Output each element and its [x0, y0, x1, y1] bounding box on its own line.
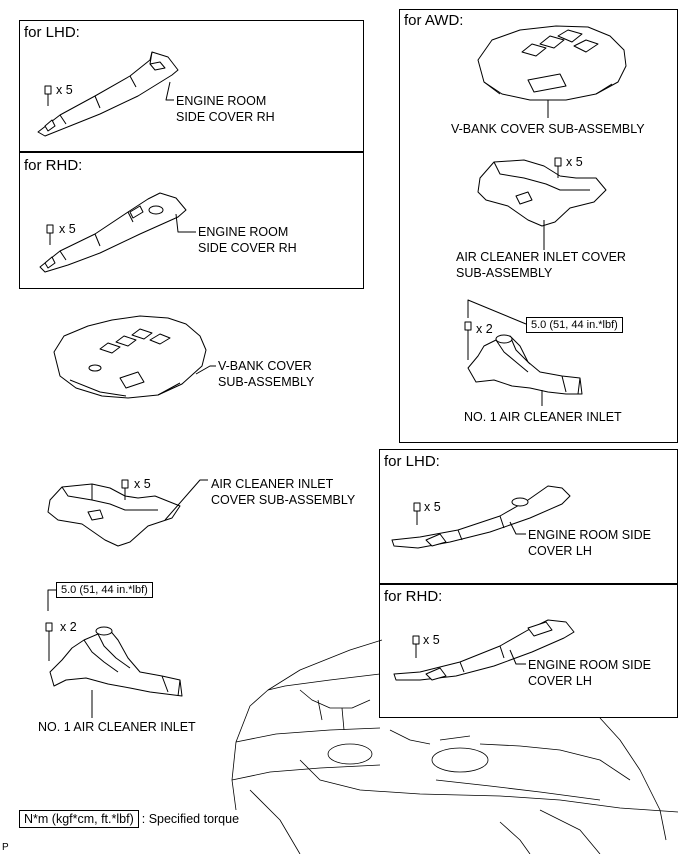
leader-lines — [47, 81, 549, 718]
quantity-lh-lhd: x 5 — [424, 500, 441, 514]
quantity-aci-cover-awd: x 5 — [566, 155, 583, 169]
bolt-icons — [44, 85, 562, 661]
no-1-air-cleaner-inlet-main — [49, 626, 183, 697]
engine-room-side-cover-lh-lhd — [391, 485, 571, 549]
label-side-cover-lh-lhd: ENGINE ROOM SIDE COVER LH — [528, 528, 651, 558]
quantity-aci-main: x 2 — [60, 620, 77, 634]
frame-header-awd: for AWD: — [404, 12, 464, 29]
label-no-1-air-cleaner-inlet-main: NO. 1 AIR CLEANER INLET — [38, 720, 196, 734]
air-cleaner-inlet-cover-main — [47, 483, 181, 547]
air-cleaner-inlet-cover-awd — [477, 159, 607, 227]
illustration-code: P — [2, 842, 9, 853]
quantity-lh-rhd: x 5 — [423, 633, 440, 647]
no-1-air-cleaner-inlet-awd — [467, 334, 583, 395]
quantity-rh-lhd: x 5 — [56, 83, 73, 97]
engine-room-side-cover-rh-rhd — [39, 192, 187, 273]
torque-legend: N*m (kgf*cm, ft.*lbf): Specified torque — [19, 810, 240, 828]
v-bank-cover-awd — [477, 25, 627, 101]
quantity-aci-cover-main: x 5 — [134, 477, 151, 491]
frame-rhd-side-cover-rh — [19, 152, 364, 289]
frame-lhd-side-cover-lh — [379, 449, 678, 584]
frame-header-rhd-rh: for RHD: — [24, 157, 83, 174]
engine-room-side-cover-lh-rhd — [393, 619, 575, 681]
frame-awd — [399, 9, 678, 443]
torque-legend-text: : Specified torque — [141, 812, 240, 826]
torque-spec-main: 5.0 (51, 44 in.*lbf) — [56, 582, 153, 598]
frame-header-rhd-lh: for RHD: — [384, 588, 443, 605]
label-side-cover-rh-lhd: ENGINE ROOM SIDE COVER RH — [176, 94, 275, 124]
label-side-cover-rh-rhd: ENGINE ROOM SIDE COVER RH — [198, 225, 297, 255]
label-side-cover-lh-rhd: ENGINE ROOM SIDE COVER LH — [528, 658, 651, 688]
torque-spec-awd: 5.0 (51, 44 in.*lbf) — [526, 317, 623, 333]
quantity-rh-rhd: x 5 — [59, 222, 76, 236]
torque-legend-unit: N*m (kgf*cm, ft.*lbf) — [19, 810, 139, 828]
v-bank-cover-main — [53, 315, 207, 399]
frame-header-lhd-rh: for LHD: — [24, 24, 80, 41]
label-air-cleaner-inlet-cover-main: AIR CLEANER INLET COVER SUB-ASSEMBLY — [211, 477, 356, 507]
vehicle-outline — [231, 639, 679, 854]
label-no-1-air-cleaner-inlet-awd: NO. 1 AIR CLEANER INLET — [464, 410, 622, 424]
quantity-aci-awd: x 2 — [476, 322, 493, 336]
frame-rhd-side-cover-lh — [379, 584, 678, 718]
frame-header-lhd-lh: for LHD: — [384, 453, 440, 470]
label-v-bank-cover-main: V-BANK COVER SUB-ASSEMBLY — [218, 359, 315, 389]
label-v-bank-cover-awd: V-BANK COVER SUB-ASSEMBLY — [451, 122, 645, 136]
frame-lhd-side-cover-rh — [19, 20, 364, 152]
label-air-cleaner-inlet-cover-awd: AIR CLEANER INLET COVER SUB-ASSEMBLY — [456, 250, 626, 280]
engine-room-side-cover-rh-lhd — [37, 51, 179, 137]
